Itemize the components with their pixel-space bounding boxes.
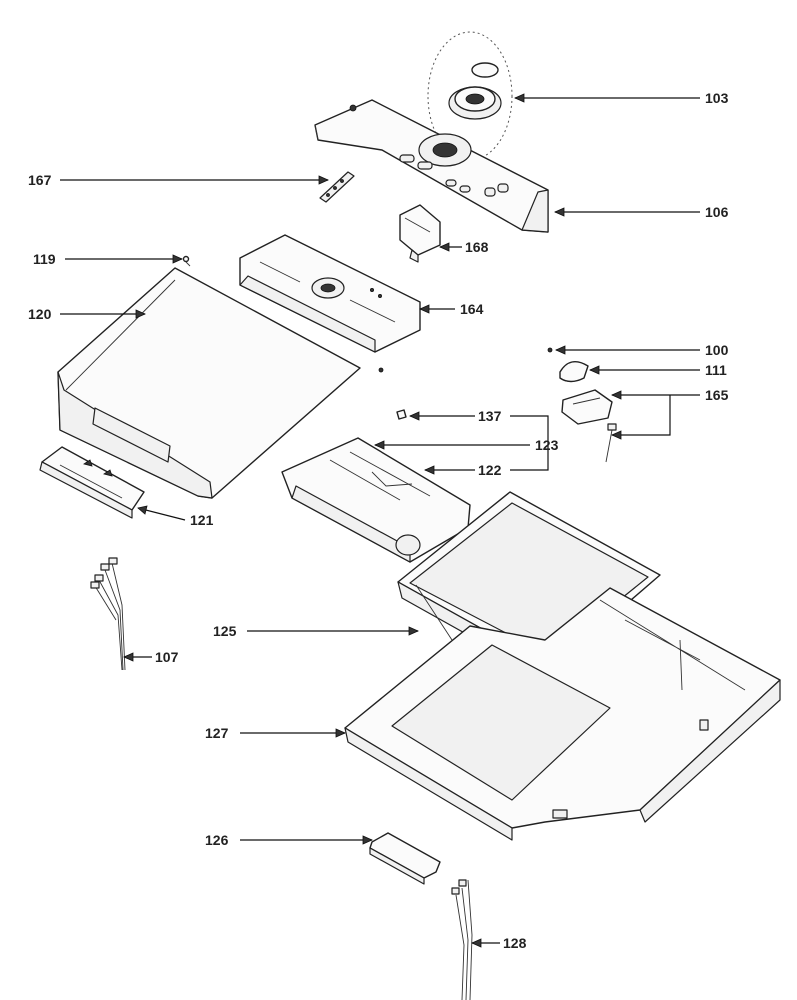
part-165-lock-switch (561, 389, 617, 463)
callout-165: 165 (705, 387, 729, 403)
part-122-dispenser (281, 437, 471, 563)
part-100-screw (547, 347, 553, 353)
part-119-pin (182, 255, 191, 267)
callout-137: 137 (478, 408, 502, 424)
callout-126: 126 (205, 832, 229, 848)
callout-119: 119 (33, 251, 56, 267)
part-121-handle (39, 446, 145, 519)
part-127-top-frame (344, 587, 781, 841)
callout-168: 168 (465, 239, 489, 255)
callout-125: 125 (213, 623, 237, 639)
callout-106: 106 (705, 204, 729, 220)
callout-121: 121 (190, 512, 214, 528)
callout-labels: 103 106 167 168 119 164 120 100 111 165 … (28, 90, 729, 951)
part-137-screw (396, 409, 407, 420)
callout-111: 111 (705, 362, 727, 378)
part-111-cam (559, 360, 589, 383)
callout-127: 127 (205, 725, 229, 741)
part-167-led-strip (319, 171, 355, 203)
part-107-wire-harness (90, 557, 126, 671)
part-106-control-panel (314, 99, 549, 233)
callout-100: 100 (705, 342, 729, 358)
part-168-bracket (399, 204, 441, 263)
callout-128: 128 (503, 935, 527, 951)
part-128-wire-harness (451, 879, 473, 1000)
callout-103: 103 (705, 90, 729, 106)
callout-123: 123 (535, 437, 559, 453)
leader-lines (60, 93, 700, 948)
part-126-connector-block (369, 832, 441, 885)
callout-164: 164 (460, 301, 484, 317)
part-103-knob (427, 31, 513, 161)
callout-122: 122 (478, 462, 502, 478)
callout-167: 167 (28, 172, 52, 188)
part-164-control-board (239, 234, 421, 373)
part-120-lid (57, 267, 361, 499)
callout-120: 120 (28, 306, 52, 322)
callout-107: 107 (155, 649, 179, 665)
